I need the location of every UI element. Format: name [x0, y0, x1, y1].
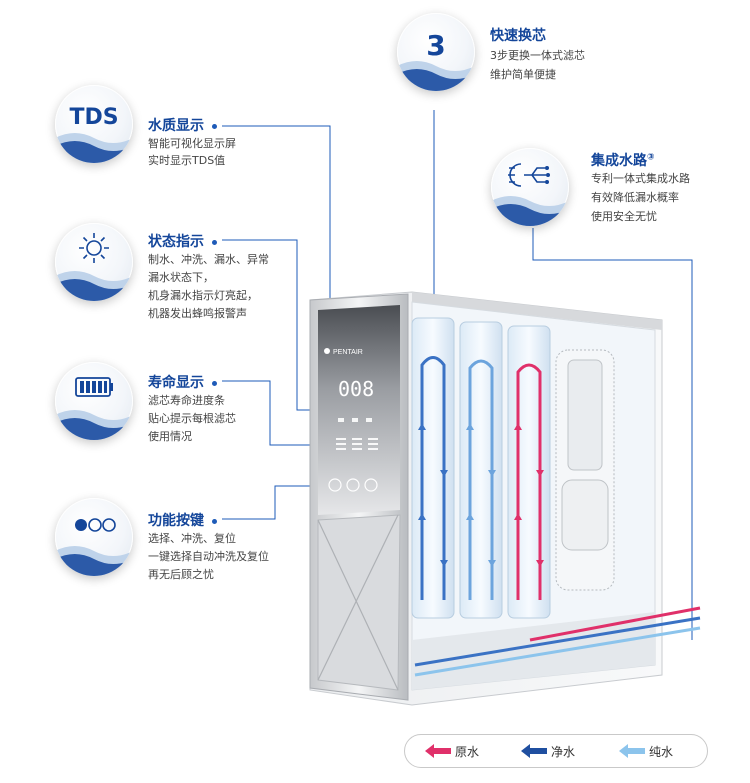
panel-buttons	[328, 478, 378, 492]
buttons-desc-3: 再无后顾之忧	[148, 568, 214, 581]
life-desc-1: 滤芯寿命进度条	[148, 394, 225, 407]
flow-arrowheads	[418, 423, 544, 567]
front-panel	[309, 293, 409, 701]
status-desc-1: 制水、冲洗、漏水、异常	[148, 253, 269, 266]
number-three-icon: 3	[426, 29, 446, 62]
flow-clean-1	[420, 356, 446, 600]
legend-pure-water: 纯水	[649, 745, 674, 759]
wave-icon	[55, 271, 133, 301]
replace-badge: 3	[397, 13, 475, 91]
tds-badge: TDS	[55, 85, 133, 163]
three-circles-icon	[75, 518, 116, 532]
buttons-badge	[55, 498, 133, 576]
wave-icon	[491, 196, 569, 226]
buttons-desc-1: 选择、冲洗、复位	[148, 532, 236, 545]
replace-desc-2: 维护简单便捷	[490, 68, 556, 81]
arrow-left-icon	[521, 744, 547, 758]
display-screen: PENTAIR 008	[324, 348, 378, 450]
flow-clean-base	[414, 616, 701, 667]
panel-button-reset	[364, 478, 378, 492]
filter-cartridge-3	[507, 325, 551, 619]
replace-title: 快速换芯	[490, 28, 546, 44]
flow-paths	[414, 356, 701, 677]
legend-raw-water: 原水	[455, 745, 480, 759]
status-desc-2: 漏水状态下，	[148, 271, 214, 284]
waterway-badge	[491, 148, 569, 226]
flow-clean-2	[468, 359, 494, 600]
buttons-desc-2: 一键选择自动冲洗及复位	[148, 550, 269, 563]
tds-icon: TDS	[69, 105, 119, 130]
flow-legend: 原水 净水 纯水	[404, 734, 708, 768]
flow-pure-base	[414, 626, 701, 677]
connector-life	[222, 380, 335, 446]
waterway-desc-3: 使用安全无忧	[591, 210, 657, 223]
battery-icon	[75, 377, 113, 397]
brand-logo: PENTAIR	[333, 349, 363, 356]
waterway-footnote: ③	[647, 152, 655, 163]
tds-title: 水质显示	[148, 115, 217, 135]
tds-desc-1: 智能可视化显示屏	[148, 137, 236, 150]
flow-raw-base	[529, 606, 701, 642]
bullet-dot-icon	[212, 518, 217, 524]
filter-cartridge-1	[411, 317, 455, 619]
waterway-desc-1: 专利一体式集成水路	[591, 172, 690, 185]
tds-readout: 008	[338, 377, 374, 401]
waterway-desc-2: 有效降低漏水概率	[591, 191, 679, 204]
waterway-title: 集成水路③	[591, 152, 655, 169]
connector-waterway	[532, 228, 693, 640]
panel-button-flush	[346, 478, 360, 492]
arrow-left-icon	[425, 744, 451, 758]
circuit-icon	[508, 163, 550, 187]
wave-icon	[397, 61, 475, 91]
sun-icon	[79, 233, 109, 263]
status-badge	[55, 223, 133, 301]
status-title: 状态指示	[148, 231, 217, 251]
bullet-dot-icon	[212, 239, 217, 245]
legend-clean-water: 净水	[551, 745, 576, 759]
life-desc-3: 使用情况	[148, 430, 192, 443]
connector-buttons	[222, 485, 333, 520]
buttons-title: 功能按键	[148, 510, 217, 530]
arrow-left-icon	[619, 744, 645, 758]
wave-icon	[55, 133, 133, 163]
bullet-dot-icon	[212, 380, 217, 386]
flow-raw-3	[516, 363, 542, 600]
panel-button-select	[328, 478, 342, 492]
wave-icon	[55, 410, 133, 440]
replace-desc-1: 3步更换一体式滤芯	[490, 49, 585, 62]
wave-icon	[55, 546, 133, 576]
life-desc-2: 贴心提示每根滤芯	[148, 412, 236, 425]
life-badge	[55, 362, 133, 440]
tds-desc-2: 实时显示TDS值	[148, 154, 226, 167]
status-desc-4: 机器发出蜂鸣报警声	[148, 307, 247, 320]
life-title: 寿命显示	[148, 372, 217, 392]
status-desc-3: 机身漏水指示灯亮起，	[148, 289, 258, 302]
bullet-dot-icon	[212, 123, 217, 129]
